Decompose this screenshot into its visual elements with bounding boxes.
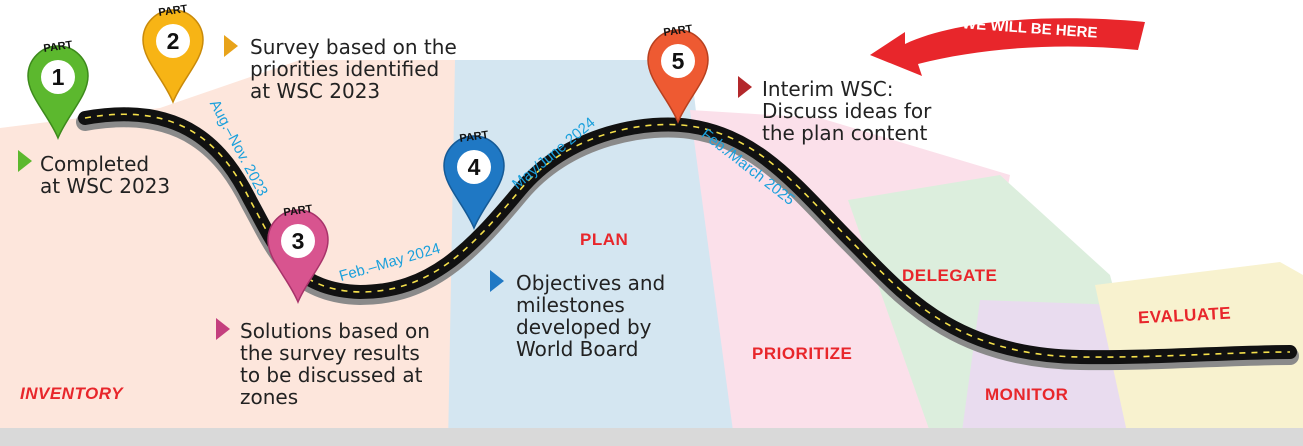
- phase-plan: PLAN: [580, 230, 629, 249]
- note-line: to be discussed at: [240, 363, 423, 387]
- note-line: milestones: [516, 293, 625, 317]
- pin-part-1: PART 1: [26, 39, 90, 140]
- note-line: Completed: [40, 152, 150, 176]
- note-line: the plan content: [762, 121, 928, 145]
- note-line: Objectives and: [516, 271, 666, 295]
- note-part-5: Interim WSC: Discuss ideas for the plan …: [762, 78, 931, 144]
- pin-part-3: PART 3: [266, 203, 330, 304]
- pin-number: 1: [51, 64, 65, 90]
- note-line: at WSC 2023: [250, 79, 381, 103]
- note-line: developed by: [516, 315, 652, 339]
- note-line: Solutions based on: [240, 319, 430, 343]
- triangle-marker-5: [738, 76, 752, 98]
- plan-region: [448, 60, 735, 446]
- triangle-marker-4: [490, 270, 504, 292]
- pin-part-5: PART 5: [646, 23, 710, 124]
- phase-delegate: DELEGATE: [902, 266, 998, 285]
- inventory-region: [0, 60, 470, 446]
- pin-number: 4: [467, 154, 481, 180]
- pin-number: 3: [291, 228, 305, 254]
- note-line: at WSC 2023: [40, 174, 171, 198]
- note-line: Survey based on the: [250, 35, 457, 59]
- banner-arrow-shape: [870, 18, 1145, 76]
- bottom-bar: [0, 428, 1303, 446]
- phase-prioritize: PRIORITIZE: [752, 344, 853, 363]
- note-part-1: Completed at WSC 2023: [40, 153, 170, 197]
- note-line: World Board: [516, 337, 639, 361]
- triangle-marker-1: [18, 150, 32, 172]
- phase-monitor: MONITOR: [985, 385, 1069, 404]
- pin-part-4: PART 4: [442, 129, 506, 230]
- pin-part-2: PART 2: [141, 3, 205, 104]
- note-line: the survey results: [240, 341, 420, 365]
- triangle-marker-2: [224, 35, 238, 57]
- note-line: zones: [240, 385, 299, 409]
- note-line: Interim WSC:: [762, 77, 894, 101]
- note-part-2: Survey based on the priorities identifie…: [250, 36, 457, 102]
- triangle-marker-3: [216, 318, 230, 340]
- note-part-4: Objectives and milestones developed by W…: [516, 272, 665, 360]
- note-line: Discuss ideas for: [762, 99, 932, 123]
- phase-inventory: INVENTORY: [20, 384, 124, 403]
- note-line: priorities identified: [250, 57, 440, 81]
- pin-number: 2: [166, 28, 180, 54]
- note-part-3: Solutions based on the survey results to…: [240, 320, 430, 408]
- road-center-line: [84, 113, 1291, 358]
- pin-number: 5: [671, 48, 685, 74]
